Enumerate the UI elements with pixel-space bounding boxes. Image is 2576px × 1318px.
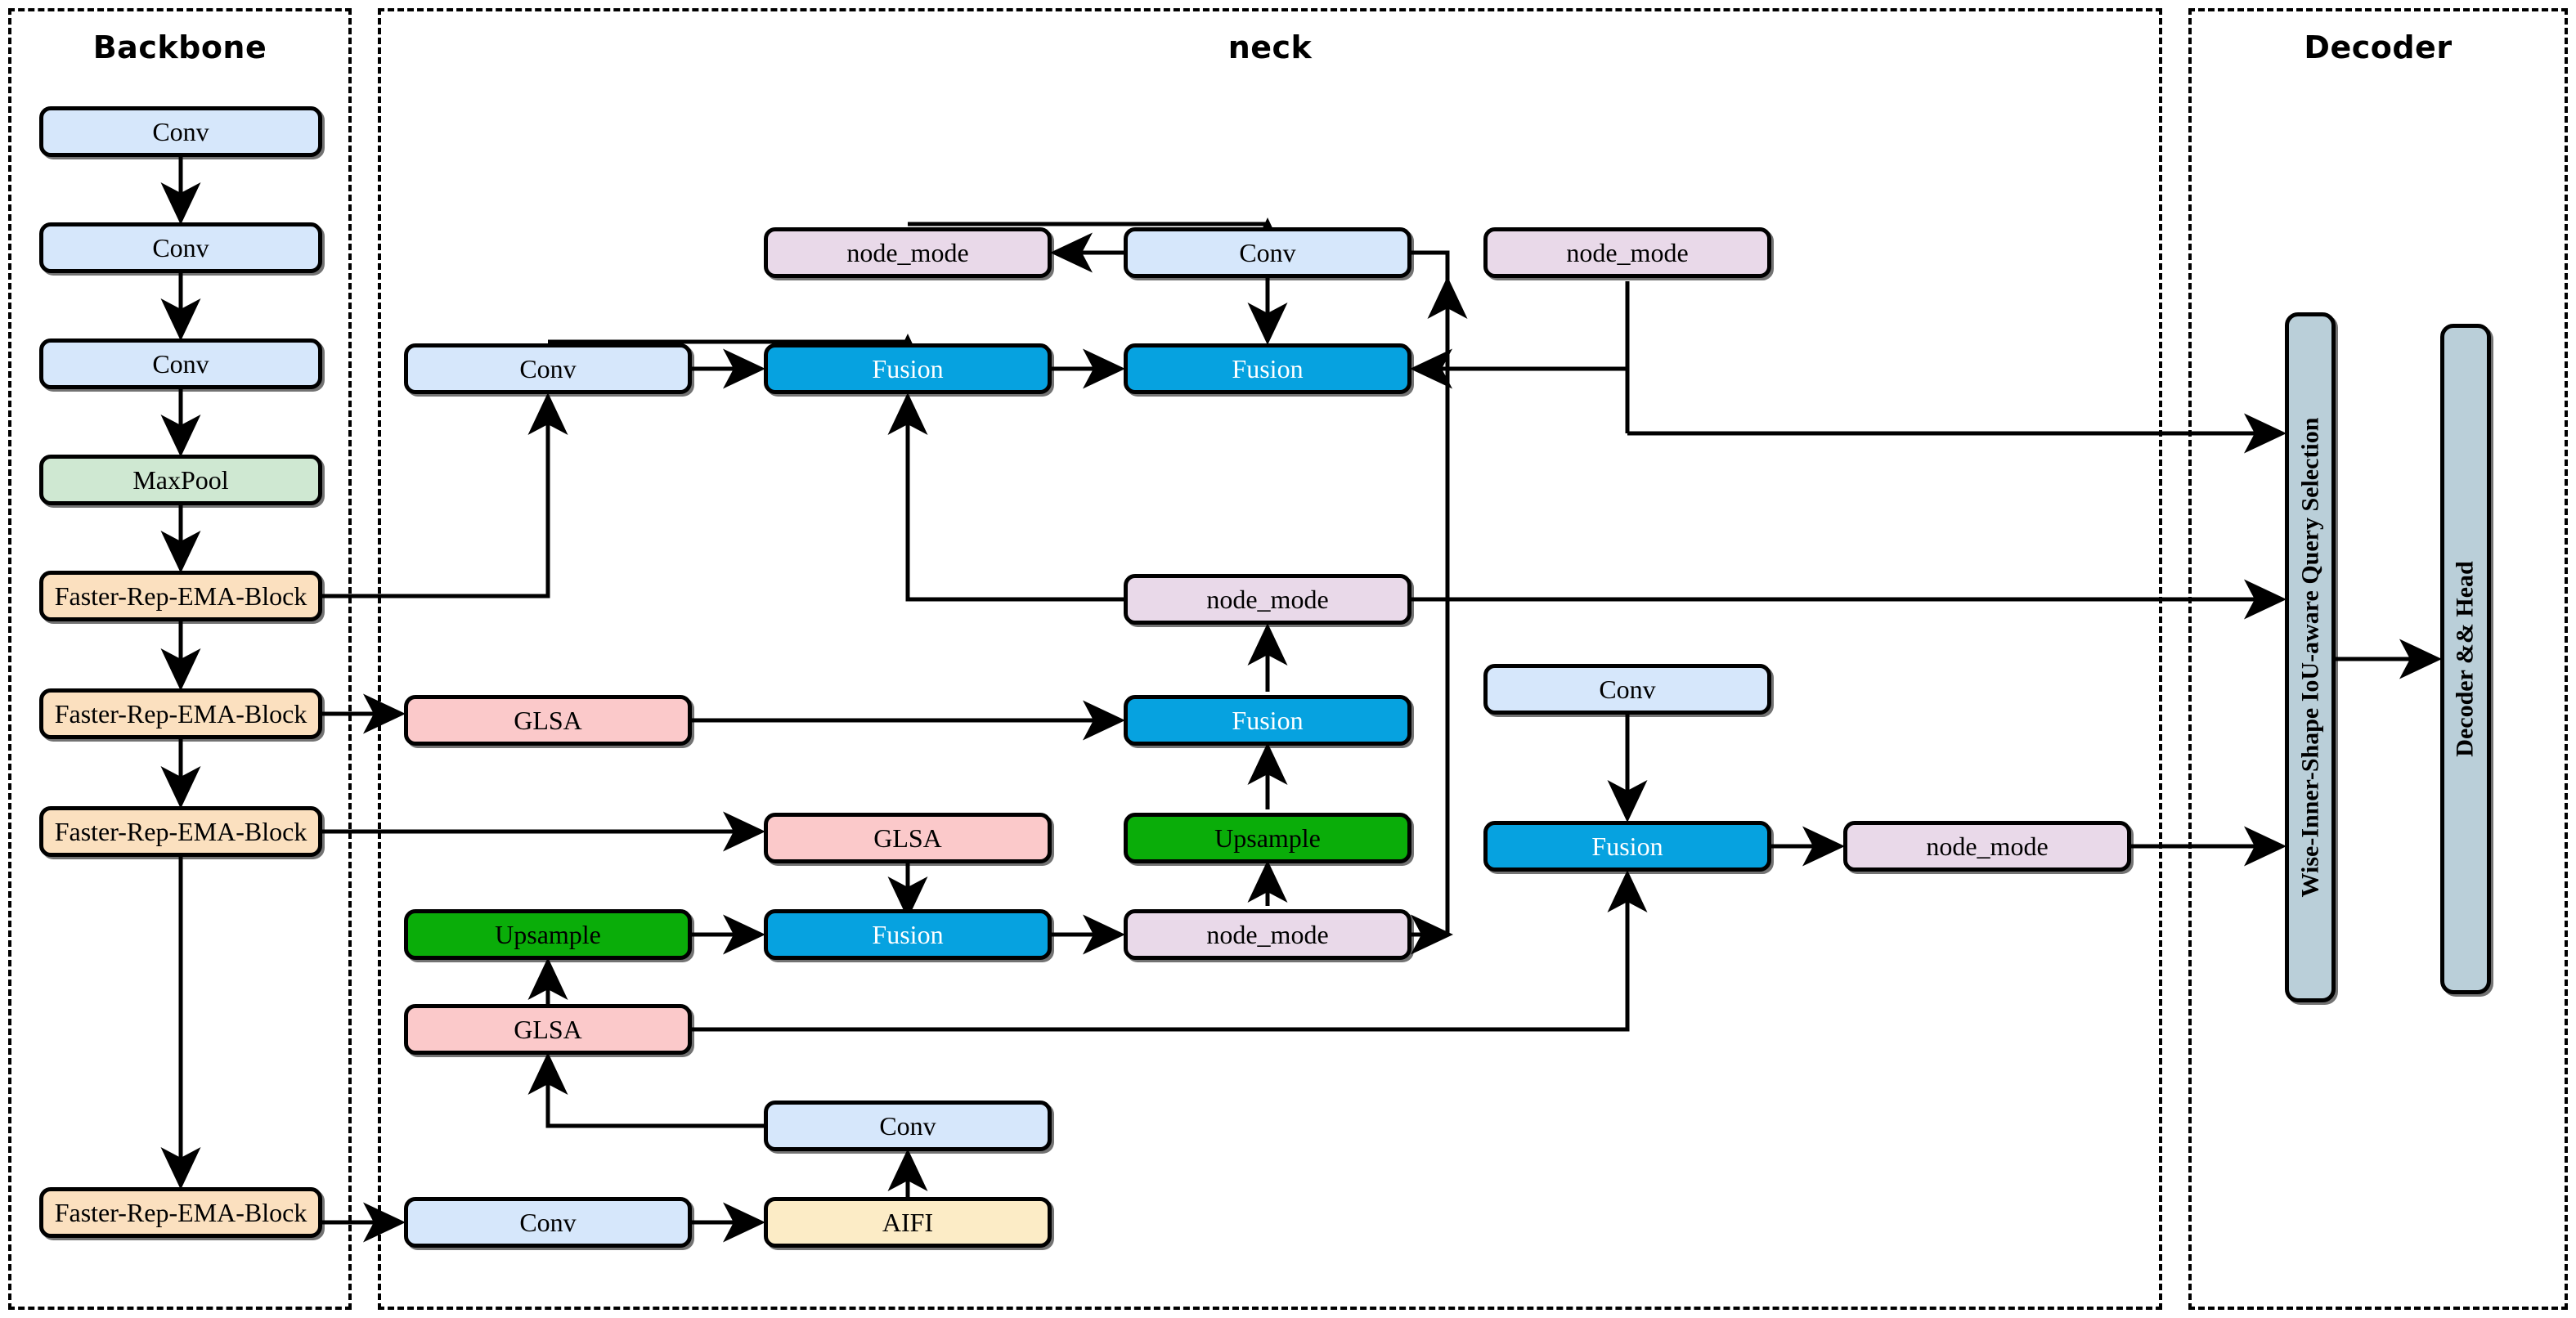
node-neck-nodemode-right[interactable]: node_mode (1843, 821, 2131, 872)
node-label: Conv (152, 233, 209, 262)
node-label: Faster-Rep-EMA-Block (54, 1198, 307, 1227)
node-neck-conv-b[interactable]: Conv (1124, 227, 1411, 278)
node-label: AIFI (882, 1208, 934, 1237)
node-neck-nodemode-topright[interactable]: node_mode (1483, 227, 1771, 278)
panel-backbone (8, 8, 352, 1310)
node-label: node_mode (1566, 238, 1689, 267)
node-label: Conv (879, 1111, 936, 1141)
node-neck-upsample-a[interactable]: Upsample (1124, 813, 1411, 863)
node-bb-conv1[interactable]: Conv (39, 106, 322, 157)
node-neck-conv-d[interactable]: Conv (764, 1101, 1052, 1151)
node-neck-conv-e[interactable]: Conv (404, 1197, 692, 1248)
node-label: Wise-Inner-Shape IoU-aware Query Selecti… (2296, 417, 2323, 898)
panel-title-backbone: Backbone (92, 29, 267, 65)
node-neck-conv-c[interactable]: Conv (1483, 664, 1771, 715)
panel-title-decoder: Decoder (2304, 29, 2453, 65)
node-label: GLSA (873, 823, 942, 853)
node-bb-maxpool[interactable]: MaxPool (39, 455, 322, 505)
node-label: Conv (1599, 675, 1656, 704)
node-label: node_mode (1926, 832, 2049, 861)
node-bb-block1[interactable]: Faster-Rep-EMA-Block (39, 571, 322, 621)
node-label: Decoder && Head (2452, 561, 2480, 757)
node-neck-fusion-d[interactable]: Fusion (764, 909, 1052, 960)
node-label: Conv (152, 117, 209, 146)
node-neck-fusion-b[interactable]: Fusion (1124, 343, 1411, 394)
node-label: Conv (1239, 238, 1296, 267)
node-neck-nodemode-mid[interactable]: node_mode (1124, 574, 1411, 625)
panel-neck (378, 8, 2162, 1310)
node-label: Conv (152, 349, 209, 379)
node-neck-fusion-e[interactable]: Fusion (1483, 821, 1771, 872)
node-neck-nodemode-top[interactable]: node_mode (764, 227, 1052, 278)
node-label: Faster-Rep-EMA-Block (54, 817, 307, 846)
node-neck-conv-a[interactable]: Conv (404, 343, 692, 394)
node-label: GLSA (514, 706, 582, 735)
node-label: Conv (519, 1208, 577, 1237)
node-label: node_mode (846, 238, 969, 267)
node-label: GLSA (514, 1015, 582, 1044)
node-label: Fusion (1232, 706, 1304, 735)
panel-decoder (2188, 8, 2568, 1310)
node-neck-glsa-b[interactable]: GLSA (764, 813, 1052, 863)
node-label: Fusion (1232, 354, 1304, 383)
node-label: Conv (519, 354, 577, 383)
node-label: Faster-Rep-EMA-Block (54, 581, 307, 611)
node-neck-upsample-b[interactable]: Upsample (404, 909, 692, 960)
node-neck-glsa-a[interactable]: GLSA (404, 695, 692, 746)
node-query-selection[interactable]: Wise-Inner-Shape IoU-aware Query Selecti… (2285, 312, 2336, 1002)
node-label: Upsample (495, 920, 601, 949)
node-neck-fusion-a[interactable]: Fusion (764, 343, 1052, 394)
node-label: Fusion (872, 920, 944, 949)
node-decoder-head[interactable]: Decoder && Head (2440, 324, 2491, 994)
node-label: Upsample (1214, 823, 1321, 853)
node-bb-block2[interactable]: Faster-Rep-EMA-Block (39, 688, 322, 739)
node-neck-fusion-c[interactable]: Fusion (1124, 695, 1411, 746)
node-bb-conv3[interactable]: Conv (39, 338, 322, 389)
panel-title-neck: neck (1227, 29, 1313, 65)
node-bb-block4[interactable]: Faster-Rep-EMA-Block (39, 1187, 322, 1238)
node-label: Fusion (872, 354, 944, 383)
node-bb-block3[interactable]: Faster-Rep-EMA-Block (39, 806, 322, 857)
node-label: Faster-Rep-EMA-Block (54, 699, 307, 728)
node-neck-glsa-c[interactable]: GLSA (404, 1004, 692, 1055)
node-label: Fusion (1591, 832, 1663, 861)
node-label: node_mode (1206, 585, 1329, 614)
node-bb-conv2[interactable]: Conv (39, 222, 322, 273)
node-label: node_mode (1206, 920, 1329, 949)
node-neck-nodemode-low[interactable]: node_mode (1124, 909, 1411, 960)
node-neck-aifi[interactable]: AIFI (764, 1197, 1052, 1248)
node-label: MaxPool (132, 465, 229, 495)
